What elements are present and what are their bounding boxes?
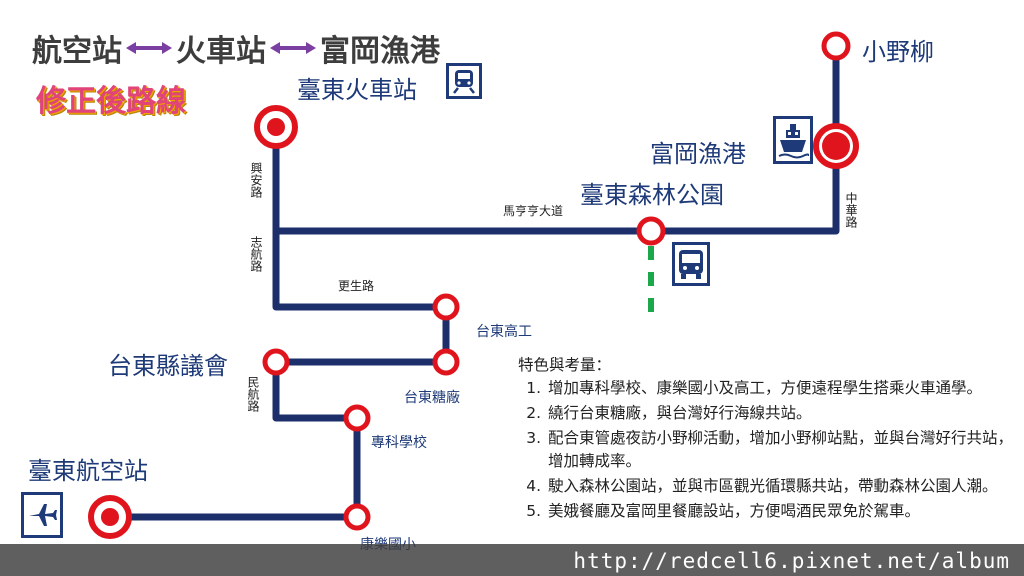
stop-airport <box>88 495 132 539</box>
stop-forest-park <box>636 216 666 246</box>
stop-junior-college <box>343 404 371 432</box>
road-label-mahenghen: 馬亨亨大道 <box>503 204 564 218</box>
notes-item: 配合東管處夜訪小野柳活動，增加小野柳站點，並與台灣好行共站，增加轉成率。 <box>546 427 1018 473</box>
label-high-school: 台東高工 <box>476 324 532 340</box>
stop-fugang-harbor <box>813 123 859 169</box>
road-label-zhihang: 志航路 <box>249 236 263 272</box>
label-airport: 臺東航空站 <box>28 457 148 485</box>
road-label-minhang: 民航路 <box>246 376 260 412</box>
route-title: 航空站 火車站 富岡漁港 <box>32 26 440 70</box>
notes-item: 繞行台東糖廠，與台灣好行海線共站。 <box>546 402 1018 425</box>
label-train-station: 臺東火車站 <box>297 76 417 104</box>
double-arrow-icon <box>270 42 316 54</box>
road-label-gengsheng: 更生路 <box>338 279 375 293</box>
notes-item: 美娥餐廳及富岡里餐廳設站，方便喝酒民眾免於駕車。 <box>546 500 1018 523</box>
stop-train-station <box>254 105 298 149</box>
label-fugang-harbor: 富岡漁港 <box>650 140 746 168</box>
stop-county-council <box>262 348 290 376</box>
watermark-text: http://redcell6.pixnet.net/album <box>573 549 1010 573</box>
train-icon <box>446 63 482 99</box>
stop-high-school <box>432 293 460 321</box>
notes-panel: 特色與考量： 增加專科學校、康樂國小及高工，方便遠程學生搭乘火車通學。 繞行台東… <box>518 354 1018 525</box>
label-county-council: 台東縣議會 <box>108 352 228 380</box>
road-label-zhonghua: 中華路 <box>844 192 858 228</box>
route-title-stop-1: 航空站 <box>32 34 122 69</box>
label-sugar-factory: 台東糖廠 <box>404 390 460 406</box>
notes-list: 增加專科學校、康樂國小及高工，方便遠程學生搭乘火車通學。 繞行台東糖廠，與台灣好… <box>518 377 1018 523</box>
route-line <box>110 127 450 521</box>
bus-icon <box>672 242 710 286</box>
stop-xiaoyeliu <box>821 31 851 61</box>
label-xiaoyeliu: 小野柳 <box>862 38 934 66</box>
airplane-icon <box>21 492 63 538</box>
ship-icon <box>773 116 813 164</box>
route-line-east <box>276 46 840 235</box>
label-junior-college: 專科學校 <box>371 435 427 451</box>
notes-item: 增加專科學校、康樂國小及高工，方便遠程學生搭乘火車通學。 <box>546 377 1018 400</box>
page-subtitle: 修正後路線 <box>36 84 186 119</box>
watermark-bar: http://redcell6.pixnet.net/album <box>0 544 1024 576</box>
road-label-xingan: 興安路 <box>249 162 263 198</box>
notes-heading: 特色與考量： <box>518 356 612 374</box>
route-title-stop-2: 火車站 <box>176 34 266 69</box>
stop-sugar-factory <box>432 348 460 376</box>
route-title-stop-3: 富岡漁港 <box>320 34 440 69</box>
stop-kangle-elementary <box>343 503 371 531</box>
double-arrow-icon <box>126 42 172 54</box>
label-forest-park: 臺東森林公園 <box>580 181 724 209</box>
notes-item: 駛入森林公園站，並與市區觀光循環縣共站，帶動森林公園人潮。 <box>546 475 1018 498</box>
